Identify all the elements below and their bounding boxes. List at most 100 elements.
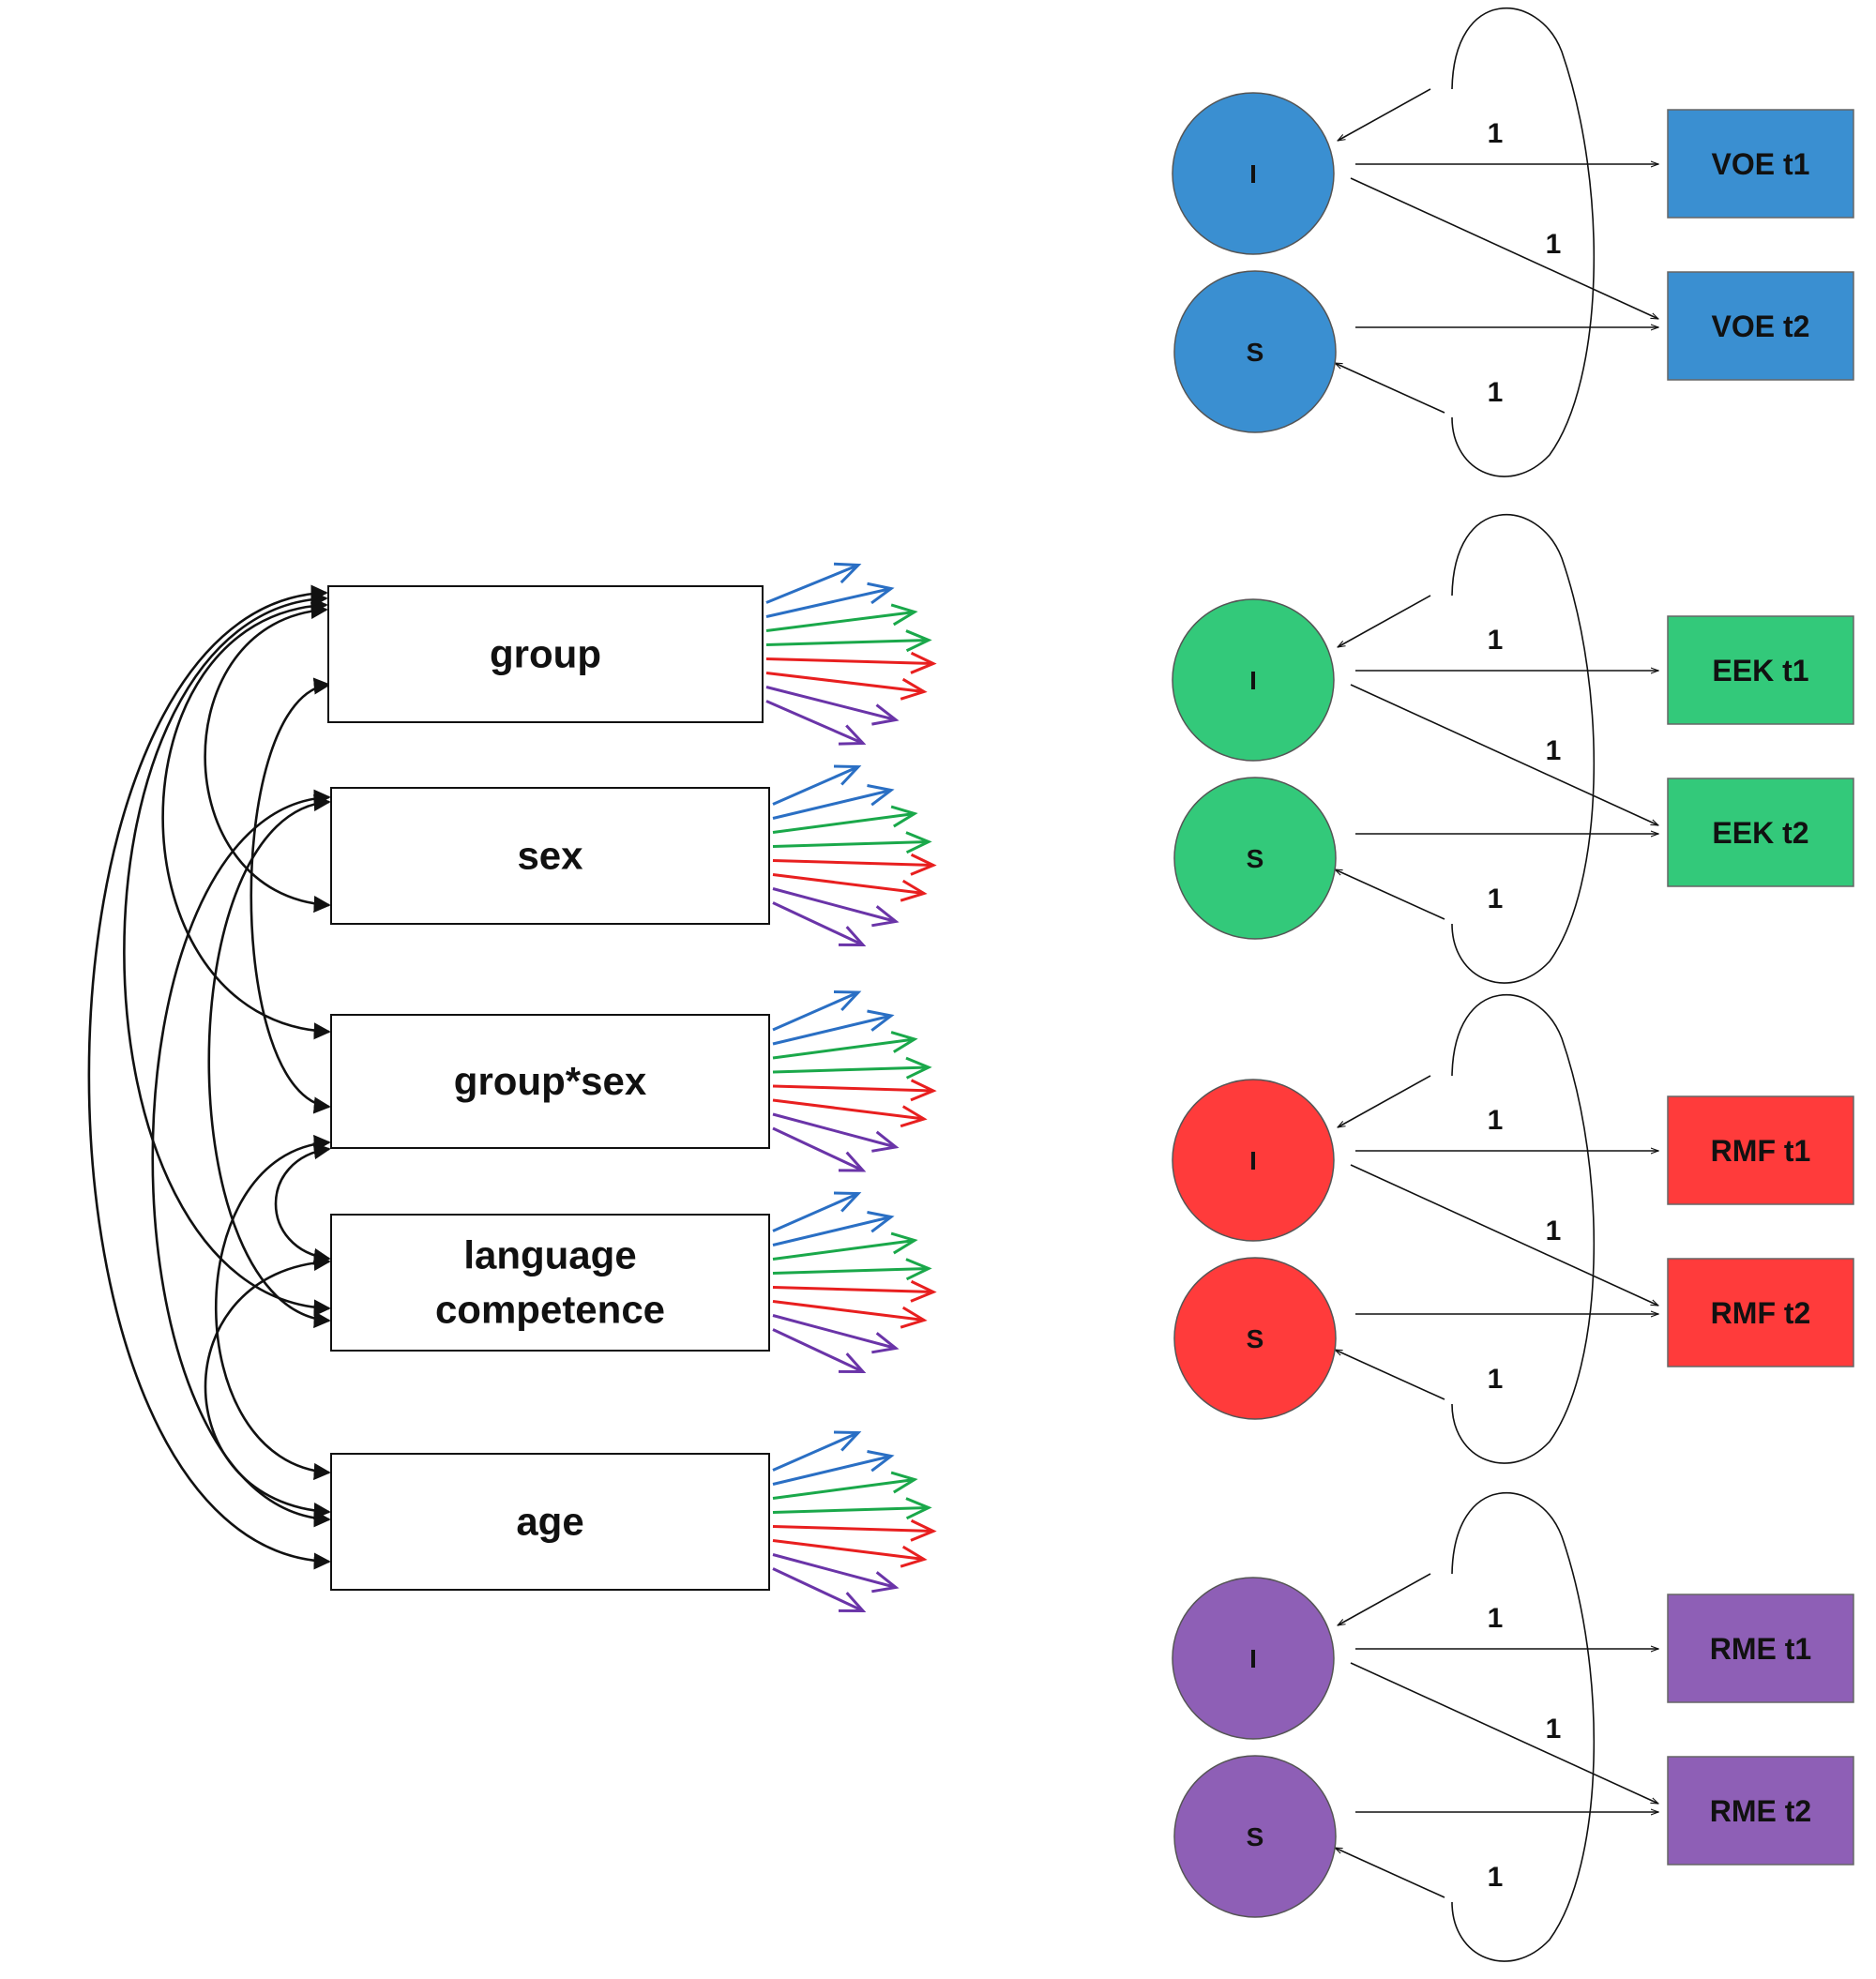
covariance-arrow-intercept — [1338, 1573, 1431, 1625]
regression-arrow — [772, 1539, 925, 1561]
regression-arrow — [772, 1567, 864, 1612]
regression-arrowhead — [867, 1211, 895, 1233]
covariance-arrow — [250, 677, 331, 1114]
slope-factor — [1173, 777, 1337, 940]
predictor-label: group — [490, 632, 601, 676]
intercept-factor — [1172, 92, 1335, 255]
regression-arrowhead — [867, 1009, 895, 1032]
slope-label: S — [1247, 1822, 1264, 1851]
regression-arrowhead — [838, 1352, 867, 1374]
regression-arrow — [772, 1239, 915, 1261]
regression-arrow — [765, 564, 859, 604]
covariance-arrow — [87, 584, 331, 1570]
regression-arrow — [765, 686, 897, 721]
regression-arrow — [772, 1216, 892, 1246]
regression-arrowhead — [910, 1079, 937, 1102]
regression-arrow — [772, 840, 930, 848]
covariance-arrow-intercept — [1338, 88, 1431, 141]
covariance-arrow — [204, 601, 331, 914]
regression-arrow — [772, 1126, 864, 1172]
regression-arrow — [772, 812, 915, 834]
regression-arrowhead — [867, 582, 895, 605]
regression-arrowhead — [871, 703, 900, 726]
regression-arrowhead — [833, 562, 862, 584]
regression-arrowhead — [890, 603, 918, 627]
loading-label: 1 — [1488, 1862, 1504, 1893]
covariance-arrow — [274, 1142, 331, 1265]
regression-arrow — [772, 1014, 892, 1046]
regression-arrow — [772, 1112, 897, 1149]
covariance-arrow — [207, 793, 331, 1329]
observed-indicator — [1667, 778, 1854, 887]
regression-arrowhead — [833, 764, 862, 786]
loading-label: 1 — [1546, 1714, 1562, 1745]
slope-label: S — [1247, 338, 1264, 367]
regression-arrowhead — [905, 831, 932, 854]
observed-label: EEK t2 — [1712, 816, 1808, 850]
regression-arrow — [772, 1065, 930, 1074]
predictor-group: group — [327, 585, 764, 723]
regression-arrow — [772, 1098, 925, 1121]
regression-arrowhead — [890, 1031, 918, 1053]
observed-indicator — [1667, 1258, 1854, 1367]
intercept-factor — [1172, 1079, 1335, 1242]
regression-arrow — [772, 1037, 915, 1060]
covariance-arrow — [123, 590, 331, 1317]
regression-arrowhead — [871, 1332, 900, 1354]
loading-label: 1 — [1488, 1105, 1504, 1136]
regression-arrowhead — [838, 1592, 867, 1613]
regression-arrowhead — [833, 1430, 862, 1452]
regression-arrow — [772, 1300, 925, 1322]
covariance-arrow-intercept — [1338, 595, 1431, 647]
covariance-arrow — [204, 1253, 331, 1520]
regression-arrowhead — [871, 1571, 900, 1594]
predictor-label: age — [516, 1500, 583, 1544]
loading-arrow — [1350, 1662, 1658, 1805]
predictor-label: group*sex — [454, 1059, 647, 1103]
observed-label: RMF t1 — [1711, 1134, 1811, 1168]
regression-arrow — [772, 1084, 934, 1093]
regression-arrowhead — [905, 1497, 932, 1520]
predictor-age: age — [330, 1453, 770, 1591]
regression-arrowhead — [838, 926, 867, 947]
regression-arrowhead — [890, 1471, 918, 1494]
covariance-arrow-slope — [1335, 869, 1445, 920]
regression-arrowhead — [833, 1191, 862, 1213]
intercept-factor — [1172, 1577, 1335, 1740]
observed-label: RME t1 — [1710, 1632, 1811, 1666]
observed-label: RME t2 — [1710, 1794, 1811, 1828]
regression-arrowhead — [905, 1056, 932, 1080]
regression-arrow — [765, 587, 892, 618]
regression-arrowhead — [890, 805, 918, 828]
predictor-box — [330, 1453, 770, 1591]
observed-label: RMF t2 — [1711, 1296, 1811, 1330]
predictor-box — [327, 585, 764, 723]
observed-indicator — [1667, 1095, 1854, 1205]
regression-arrow — [772, 1525, 934, 1533]
regression-arrow — [772, 1267, 930, 1275]
slope-factor — [1173, 270, 1337, 433]
regression-arrowhead — [867, 1450, 895, 1473]
regression-arrows — [765, 562, 937, 1613]
regression-arrow — [772, 873, 925, 895]
predictor-label: competence — [435, 1288, 665, 1332]
intercept-label: I — [1249, 666, 1257, 695]
regression-arrowhead — [910, 1279, 937, 1303]
regression-arrow — [772, 1286, 934, 1293]
loading-label: 1 — [1488, 1364, 1504, 1395]
latent-covariance-loop — [1451, 994, 1596, 1464]
regression-arrow — [772, 789, 892, 820]
regression-arrowhead — [905, 1258, 932, 1281]
slope-factor — [1173, 1755, 1337, 1918]
regression-arrow — [772, 887, 897, 923]
covariance-arrow-slope — [1335, 1847, 1445, 1898]
regression-arrow — [772, 1328, 864, 1373]
regression-arrowhead — [833, 990, 862, 1012]
loading-arrow — [1350, 177, 1658, 320]
